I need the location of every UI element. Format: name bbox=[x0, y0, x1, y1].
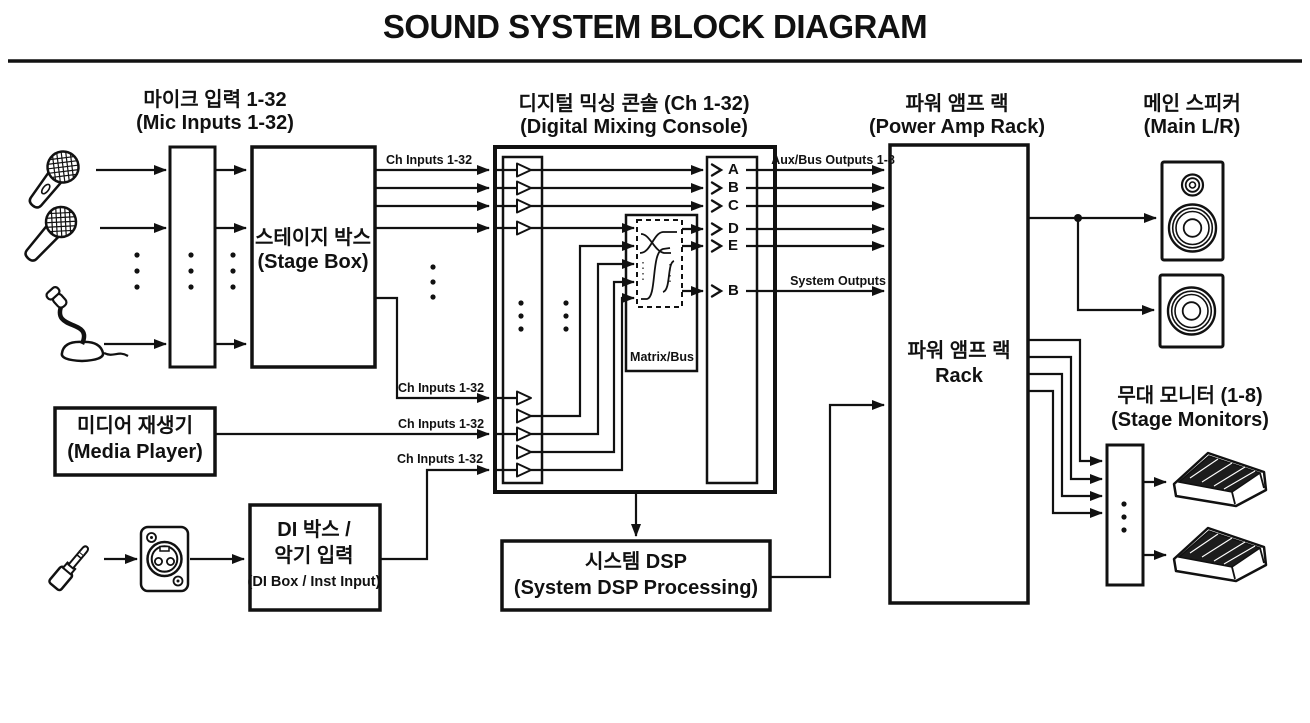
jack-plug-icon bbox=[48, 545, 90, 592]
junction-dot bbox=[1074, 214, 1082, 222]
aux-bus-outputs-label: Aux/Bus Outputs 1-8 bbox=[771, 153, 895, 167]
console-input-strip bbox=[501, 155, 544, 485]
console-label-ko: 디지털 믹싱 콘솔 (Ch 1-32) bbox=[518, 93, 750, 115]
handheld-mic-icon bbox=[24, 205, 78, 262]
wire-rack-spk2 bbox=[1076, 218, 1155, 315]
console-label-en: (Digital Mixing Console) bbox=[520, 116, 748, 138]
stage-box bbox=[250, 145, 377, 369]
send-chevrons bbox=[710, 163, 724, 298]
stage-monitors-label-en: (Stage Monitors) bbox=[1111, 409, 1269, 431]
send-letter-b: B bbox=[728, 179, 739, 196]
matrix-filter-curves bbox=[639, 231, 677, 300]
wires bbox=[96, 165, 1167, 579]
gooseneck-mic-icon bbox=[45, 285, 129, 363]
mic-inputs-label-en: (Mic Inputs 1-32) bbox=[136, 112, 294, 134]
wire-pre-matrix4 bbox=[531, 277, 635, 454]
ch-inputs-label-4: Ch Inputs 1-32 bbox=[396, 452, 484, 466]
system-dsp-label-ko: 시스템 DSP bbox=[585, 551, 687, 573]
amp-rack-inner-label-2: Rack bbox=[935, 365, 983, 387]
wire-pre-matrix5 bbox=[531, 293, 635, 472]
wire-di-console bbox=[380, 465, 490, 561]
stage-wedge-icon bbox=[1172, 451, 1268, 508]
ch-inputs-label-1: Ch Inputs 1-32 bbox=[385, 153, 473, 167]
main-speaker-top-icon bbox=[1160, 160, 1225, 262]
wire-rack-mon4 bbox=[1028, 389, 1103, 518]
stage-box-label-en: (Stage Box) bbox=[257, 251, 369, 273]
send-letter-e: E bbox=[728, 237, 739, 254]
main-speakers-label-en: (Main L/R) bbox=[1143, 116, 1241, 138]
send-letter-a: A bbox=[728, 161, 739, 178]
wire-rack-mon2 bbox=[1028, 355, 1103, 484]
send-letter-c: C bbox=[728, 197, 739, 214]
wire-rack-mon3 bbox=[1028, 372, 1103, 501]
mic-inputs-label-ko: 마이크 입력 1-32 bbox=[143, 89, 287, 111]
page-title: SOUND SYSTEM BLOCK DIAGRAM bbox=[382, 8, 928, 45]
stage-monitors-label-ko: 무대 모니터 (1-8) bbox=[1117, 385, 1263, 407]
di-box-label-ko2: 악기 입력 bbox=[274, 545, 354, 567]
wire-pre-matrix2 bbox=[531, 241, 635, 418]
console-input-stubs bbox=[497, 168, 516, 472]
handheld-mic-icon bbox=[28, 150, 80, 209]
wire-rack-mon1 bbox=[1028, 338, 1103, 466]
wire-pre-matrix3 bbox=[531, 259, 635, 436]
matrix-bus-label: Matrix/Bus bbox=[630, 350, 694, 364]
media-player-label-en: (Media Player) bbox=[67, 441, 203, 463]
media-player-box bbox=[53, 406, 217, 477]
preamp-triangles bbox=[516, 162, 532, 478]
main-speaker-bottom-icon bbox=[1158, 273, 1225, 349]
ch-inputs-label-2: Ch Inputs 1-32 bbox=[397, 381, 485, 395]
di-box-label-en: (DI Box / Inst Input) bbox=[247, 574, 381, 590]
console-send-strip bbox=[705, 155, 759, 485]
media-player-label-ko: 미디어 재생기 bbox=[77, 415, 193, 437]
system-dsp-label-en: (System DSP Processing) bbox=[513, 577, 759, 599]
send-letter-d: D bbox=[728, 220, 739, 237]
block-boxes bbox=[53, 143, 1145, 612]
di-box-label-ko1: DI 박스 / bbox=[277, 519, 351, 541]
send-letter-b2: B bbox=[728, 282, 739, 299]
power-amp-label-en: (Power Amp Rack) bbox=[869, 116, 1045, 138]
stage-box-label-ko: 스테이지 박스 bbox=[255, 227, 371, 249]
xlr-connector-icon bbox=[139, 525, 190, 593]
di-box bbox=[248, 503, 382, 612]
system-dsp-box bbox=[500, 539, 772, 612]
wire-stage-console5 bbox=[375, 296, 490, 403]
stage-wedge-icon bbox=[1172, 526, 1268, 583]
system-outputs-label: System Outputs bbox=[790, 274, 886, 288]
power-amp-label-ko: 파워 앰프 랙 bbox=[905, 93, 1009, 115]
ellipsis-dots bbox=[134, 252, 1127, 533]
ch-inputs-label-3: Ch Inputs 1-32 bbox=[397, 417, 485, 431]
wire-dsp-rack bbox=[770, 400, 885, 579]
amp-rack-inner-label-1: 파워 앰프 랙 bbox=[907, 340, 1011, 362]
main-speakers-label-ko: 메인 스피커 bbox=[1143, 93, 1241, 115]
